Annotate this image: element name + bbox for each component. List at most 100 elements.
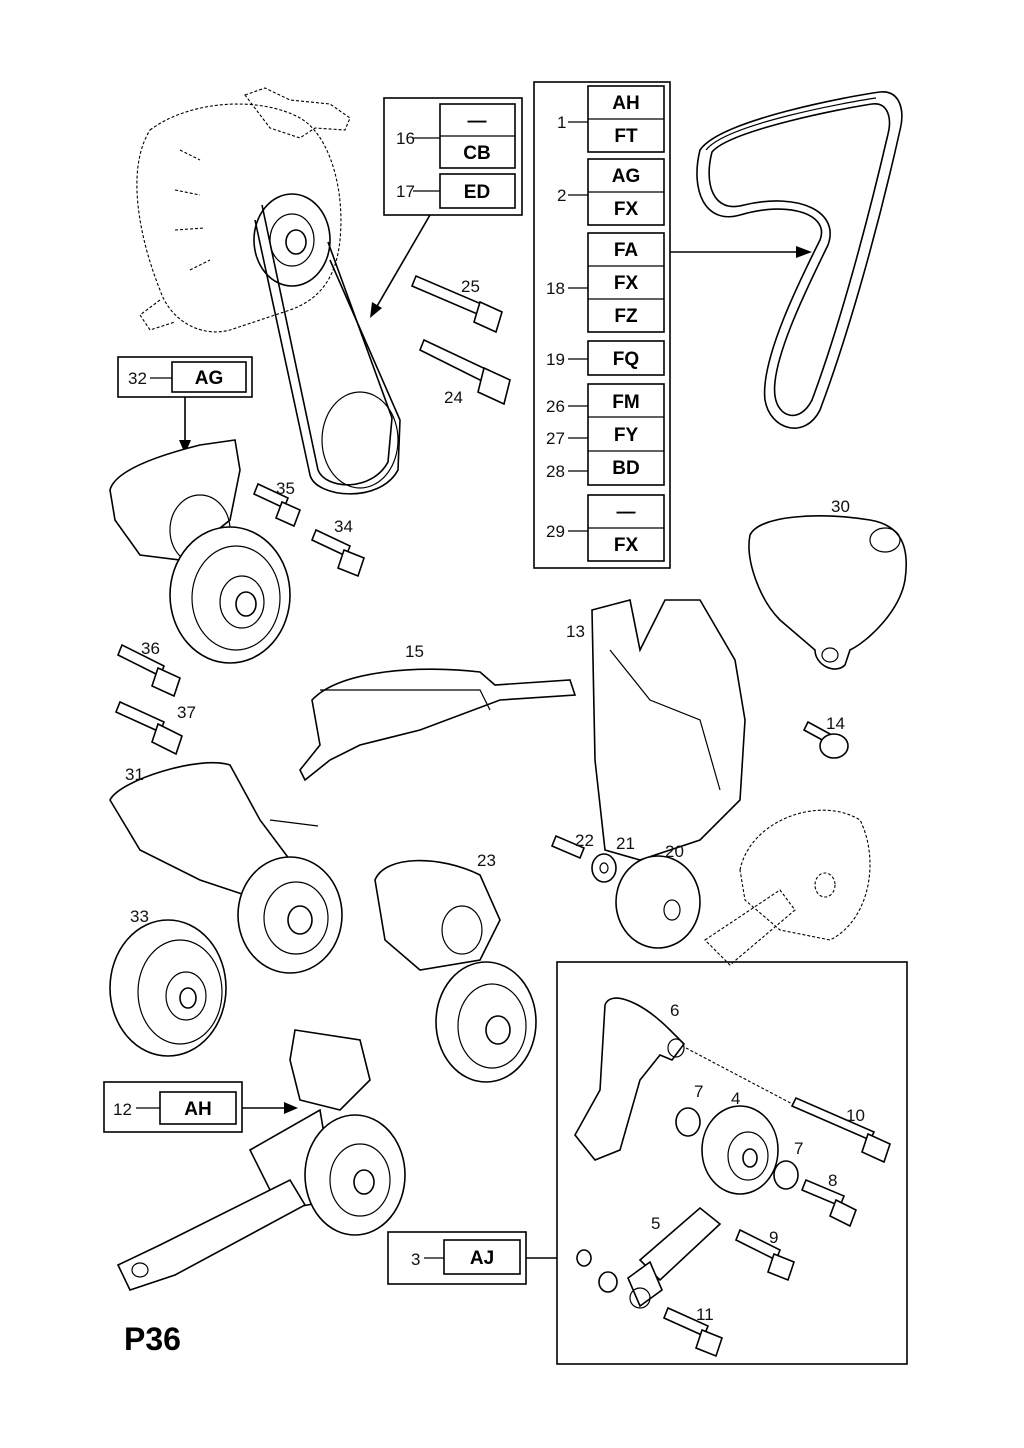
part-label: 37 xyxy=(177,703,196,722)
part-label: 13 xyxy=(566,622,585,641)
part-label: 30 xyxy=(831,497,850,516)
part-label: 21 xyxy=(616,834,635,853)
code-27-a: FY xyxy=(614,425,639,446)
bracket-15 xyxy=(299,668,577,782)
part-label: 10 xyxy=(846,1106,865,1125)
callout-number-26: 26 xyxy=(546,397,565,416)
code-3-a: AJ xyxy=(470,1248,494,1269)
axis-line xyxy=(685,1047,801,1109)
callout-number-32: 32 xyxy=(128,369,147,388)
part-label: 25 xyxy=(461,277,480,296)
tensioner-kit-frame xyxy=(556,961,908,1365)
pulley-20 xyxy=(615,855,701,949)
code-18-a: FA xyxy=(614,240,639,261)
part-label: 14 xyxy=(826,714,845,733)
code-29-b: FX xyxy=(614,535,639,556)
poly-v-belt xyxy=(696,91,903,429)
code-2-b: FX xyxy=(614,199,639,220)
callout-number-29: 29 xyxy=(546,522,565,541)
small-washers xyxy=(576,1249,618,1293)
tensioner-23 xyxy=(374,859,537,1083)
washer-21 xyxy=(591,853,617,883)
code-16-a: — xyxy=(468,111,487,132)
shield-13 xyxy=(591,599,746,861)
code-16-b: CB xyxy=(463,143,490,164)
callout-number-17: 17 xyxy=(396,182,415,201)
code-28-a: BD xyxy=(612,458,639,479)
callout-number-1: 1 xyxy=(557,113,566,132)
washer-7-b xyxy=(773,1160,799,1190)
tensioner-31 xyxy=(109,761,343,974)
part-label: 7 xyxy=(794,1139,803,1158)
part-label: 6 xyxy=(670,1001,679,1020)
part-label: 35 xyxy=(276,479,295,498)
bolt-35 xyxy=(252,482,302,528)
tensioner-dashed xyxy=(704,809,871,966)
code-1-a: AH xyxy=(612,93,639,114)
page-title: P36 xyxy=(124,1321,181,1357)
bolt-9 xyxy=(734,1228,795,1282)
code-18-c: FZ xyxy=(614,306,638,327)
code-17-a: ED xyxy=(464,182,490,203)
alternator-drawing xyxy=(136,87,351,333)
part-label: 20 xyxy=(665,842,684,861)
code-2-a: AG xyxy=(612,166,641,187)
callout-number-18: 18 xyxy=(546,279,565,298)
bolt-14 xyxy=(802,720,849,759)
bolt-36 xyxy=(116,643,181,698)
part-label: 31 xyxy=(125,765,144,784)
part-label: 15 xyxy=(405,642,424,661)
alternator-belt-17 xyxy=(253,193,401,495)
bolt-37 xyxy=(114,700,183,756)
bolt-10 xyxy=(790,1096,891,1164)
part-label: 8 xyxy=(828,1171,837,1190)
tensioner-12 xyxy=(116,1029,406,1291)
code-19-a: FQ xyxy=(613,349,639,370)
code-18-b: FX xyxy=(614,273,639,294)
part-label: 23 xyxy=(477,851,496,870)
part-label: 7 xyxy=(694,1082,703,1101)
bolt-24 xyxy=(418,338,511,406)
callout-number-12: 12 xyxy=(113,1100,132,1119)
code-26-a: FM xyxy=(612,392,639,413)
part-label: 11 xyxy=(696,1305,714,1324)
damper-5 xyxy=(627,1206,722,1309)
arm-6 xyxy=(574,997,686,1161)
part-label: 24 xyxy=(444,388,463,407)
part-label: 4 xyxy=(731,1089,740,1108)
code-12-a: AH xyxy=(184,1099,211,1120)
callout-number-27: 27 xyxy=(546,429,565,448)
code-29-a: — xyxy=(617,502,636,523)
bracket-30 xyxy=(748,515,907,670)
callout-group-3: 3 AJ xyxy=(387,1231,557,1285)
callout-number-16: 16 xyxy=(396,129,415,148)
bolt-22 xyxy=(550,834,586,860)
callout-number-19: 19 xyxy=(546,350,565,369)
bolt-11 xyxy=(662,1306,723,1358)
callout-group-12: 12 AH xyxy=(103,1081,243,1133)
part-label: 5 xyxy=(651,1214,660,1233)
callout-number-3: 3 xyxy=(411,1250,420,1269)
part-label: 34 xyxy=(334,517,353,536)
pointer-arrows xyxy=(179,214,812,1114)
washer-7-a xyxy=(675,1107,701,1137)
part-label: 33 xyxy=(130,907,149,926)
callout-number-2: 2 xyxy=(557,186,566,205)
part-number-labels: 25 24 35 34 30 36 15 13 37 14 31 22 21 2… xyxy=(125,277,865,1324)
part-label: 9 xyxy=(769,1228,778,1247)
bolt-8 xyxy=(800,1178,858,1228)
callout-group-16-17: 16 — CB 17 ED xyxy=(383,97,523,216)
bolt-34 xyxy=(310,528,365,578)
bolt-25 xyxy=(410,274,503,334)
part-label: 36 xyxy=(141,639,160,658)
tensioner-32 xyxy=(109,439,291,664)
callout-group-belt: 1 AH FT 2 AG FX 18 FA FX FZ 19 FQ 26 FM … xyxy=(533,81,671,569)
callout-number-28: 28 xyxy=(546,462,565,481)
part-label: 22 xyxy=(575,831,594,850)
pulley-4 xyxy=(701,1105,779,1195)
code-1-b: FT xyxy=(614,126,638,147)
callout-group-32: 32 AG xyxy=(117,356,253,398)
pulley-33 xyxy=(109,919,227,1057)
code-32-a: AG xyxy=(195,368,224,389)
